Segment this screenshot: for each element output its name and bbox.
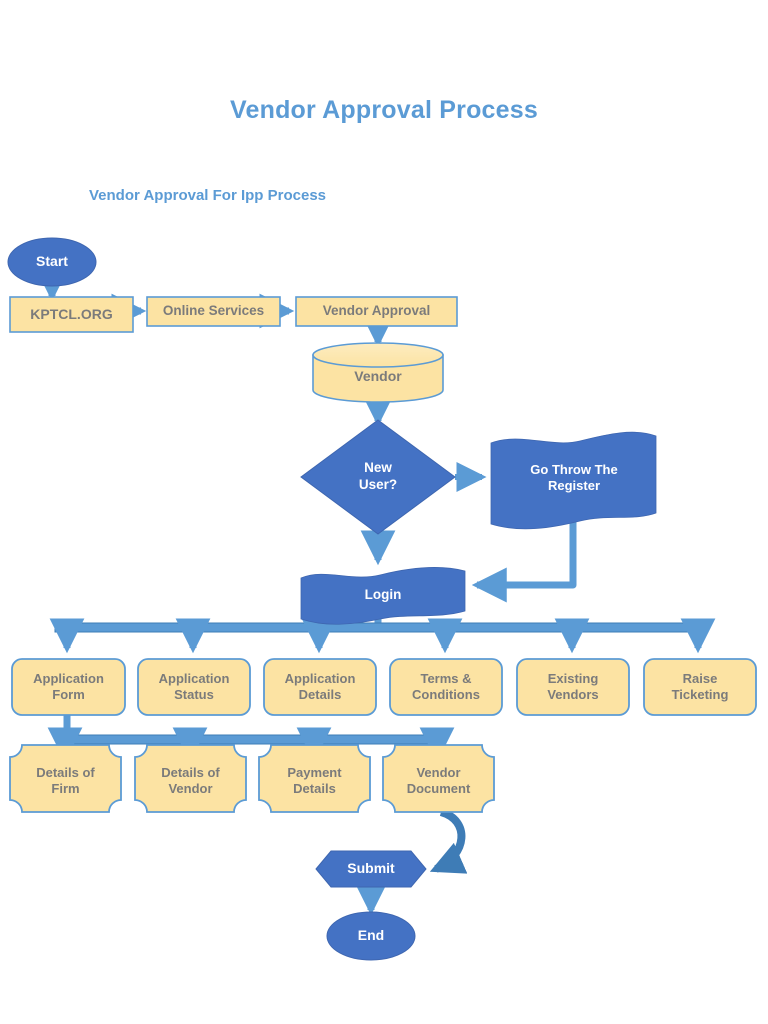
- connector-register-to-login: [471, 520, 577, 603]
- connector-vendor-document-to-submit: [429, 808, 468, 874]
- service-distributor-bus: [49, 618, 716, 654]
- node-vendor-approval[interactable]: [295, 296, 458, 327]
- page-subtitle: Vendor Approval For Ipp Process: [89, 187, 326, 204]
- service-boxes: [11, 658, 757, 716]
- node-terms-conditions[interactable]: [389, 658, 503, 716]
- node-end[interactable]: [326, 911, 416, 961]
- node-start[interactable]: [7, 237, 97, 287]
- node-application-details[interactable]: [263, 658, 377, 716]
- page-title: Vendor Approval Process: [230, 96, 538, 124]
- node-vendor-document[interactable]: [382, 744, 495, 813]
- node-raise-ticketing[interactable]: [643, 658, 757, 716]
- node-vendor-database[interactable]: [312, 342, 444, 403]
- node-details-of-vendor[interactable]: [134, 744, 247, 813]
- detail-boxes: [9, 744, 495, 813]
- node-kptcl-org[interactable]: [9, 296, 134, 333]
- node-new-user-decision[interactable]: [300, 419, 456, 535]
- node-application-status[interactable]: [137, 658, 251, 716]
- node-login[interactable]: [300, 566, 466, 625]
- node-payment-details[interactable]: [258, 744, 371, 813]
- node-application-form[interactable]: [11, 658, 126, 716]
- node-details-of-firm[interactable]: [9, 744, 122, 813]
- detail-distributor-bus: [47, 727, 455, 763]
- node-online-services[interactable]: [146, 296, 281, 327]
- node-existing-vendors[interactable]: [516, 658, 630, 716]
- node-go-throw-register[interactable]: [490, 431, 657, 530]
- node-submit[interactable]: [315, 850, 427, 888]
